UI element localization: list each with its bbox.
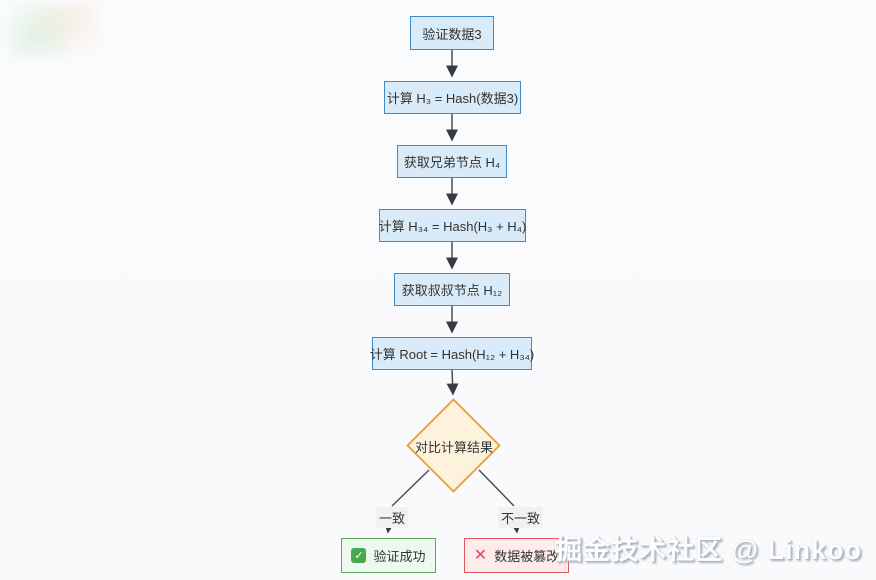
- check-icon: ✓: [351, 548, 367, 563]
- success-label: 验证成功: [373, 549, 426, 564]
- node-get-sibling: 获取兄弟节点 H₄: [397, 145, 507, 178]
- node-get-uncle: 获取叔叔节点 H₁₂: [394, 273, 510, 306]
- node-calc-root: 计算 Root = Hash(H₁₂ + H₃₄): [370, 337, 534, 370]
- node-calc-h34: 计算 H₃₄ = Hash(H₃ + H₄): [379, 209, 526, 242]
- watermark-text: 掘金技术社区 @ Linkoo: [555, 535, 862, 565]
- node-verify-data: 验证数据3: [410, 16, 494, 50]
- tampered-label: 数据被篡改: [494, 549, 560, 564]
- node-calc-h3: 计算 H₃ = Hash(数据3): [384, 81, 521, 114]
- decision-label: 对比计算结果: [414, 440, 493, 455]
- node-data-tampered: ✕ 数据被篡改: [464, 538, 569, 573]
- cross-icon: ✕: [473, 546, 488, 564]
- edge-label-mismatch: 不一致: [498, 507, 544, 528]
- node-verify-success: ✓ 验证成功: [341, 538, 436, 573]
- edge-label-match: 一致: [376, 507, 409, 528]
